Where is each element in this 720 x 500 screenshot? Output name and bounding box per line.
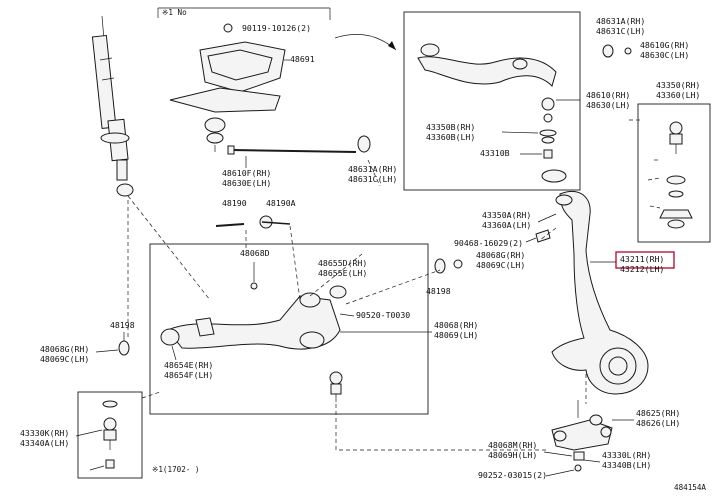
bolt-48190 — [215, 223, 245, 227]
label-90468: 90468-16029(2) — [454, 238, 523, 248]
label-48610g: 48610G(RH) — [640, 40, 689, 50]
cam-48198-top — [434, 258, 446, 274]
label-48068g-left: 48068G(RH) — [40, 344, 89, 354]
label-43340a: 43340A(LH) — [20, 438, 69, 448]
arrow-to-upper-arm — [334, 34, 397, 51]
label-43340b: 43340B(LH) — [602, 460, 651, 470]
label-43211[interactable]: 43211(RH) — [620, 254, 664, 264]
bolt-head — [227, 145, 235, 155]
knuckle-highlight-box — [615, 251, 675, 269]
label-48069h: 48069H(LH) — [488, 450, 537, 460]
washer-48068g — [453, 259, 463, 269]
dashed-leaders — [127, 119, 661, 451]
label-43350a: 43350A(RH) — [482, 210, 531, 220]
shock-absorber — [91, 15, 134, 197]
label-43212: 43212(LH) — [620, 264, 664, 274]
lower-ball-joint-box — [77, 391, 143, 479]
label-48630e: 48630E(LH) — [222, 178, 271, 188]
label-48068m: 48068M(RH) — [488, 440, 537, 450]
bushing-48655d — [329, 285, 347, 299]
steering-knuckle — [551, 191, 649, 395]
label-48069c: 48069C(LH) — [476, 260, 525, 270]
label-48630c: 48630C(LH) — [640, 50, 689, 60]
label-48631a-top: 48631A(RH) — [596, 16, 645, 26]
label-48691: 48691 — [290, 54, 315, 64]
label-90252: 90252-03015(2) — [478, 470, 547, 480]
label-43330k: 43330K(RH) — [20, 428, 69, 438]
label-48631c-top: 48631C(LH) — [596, 26, 645, 36]
label-90119: 90119-10126(2) — [242, 23, 311, 33]
label-48631a: 48631A(RH) — [348, 164, 397, 174]
label-43360a: 43360A(LH) — [482, 220, 531, 230]
label-48630: 48630(LH) — [586, 100, 630, 110]
label-48068d: 48068D — [240, 248, 270, 258]
lower-control-arm — [160, 292, 341, 350]
lower-bracket-48625 — [551, 400, 613, 472]
lower-ball-joint — [329, 371, 343, 402]
label-48631c: 48631C(LH) — [348, 174, 397, 184]
label-43360: 43360(LH) — [656, 90, 700, 100]
label-43360b: 43360B(LH) — [426, 132, 475, 142]
label-48610: 48610(RH) — [586, 90, 630, 100]
label-48655e: 48655E(LH) — [318, 268, 367, 278]
long-bolt — [231, 149, 357, 153]
upper-control-arm — [417, 43, 567, 183]
label-48626: 48626(LH) — [636, 418, 680, 428]
top-ref-label: ※1 No — [162, 8, 187, 17]
cam-48198-left — [118, 340, 130, 356]
lower-arm-box — [149, 243, 429, 415]
label-48198-left: 48198 — [110, 320, 135, 330]
lower-ball-joint-43330k — [89, 400, 118, 471]
diagram-number: 484154A — [674, 483, 706, 492]
label-43330l: 43330L(RH) — [602, 450, 651, 460]
upper-ball-joint-box — [637, 103, 711, 243]
label-48069: 48069(LH) — [434, 330, 478, 340]
label-48068g: 48068G(RH) — [476, 250, 525, 260]
upper-mount-assembly: ※1 No 90119-10126(2) 48691 — [157, 7, 331, 152]
upper-arm-box — [403, 11, 581, 191]
label-48625: 48625(RH) — [636, 408, 680, 418]
label-43350: 43350(RH) — [656, 80, 700, 90]
label-90520: 90520-T0030 — [356, 310, 410, 320]
label-48654f: 48654F(LH) — [164, 370, 213, 380]
bottom-ref-label: ※1(1702- ) — [152, 465, 200, 474]
label-48655d: 48655D(RH) — [318, 258, 367, 268]
label-48190a: 48190A — [266, 198, 296, 208]
bolt-90468 — [535, 229, 551, 243]
bushing-48631a-lower — [357, 135, 371, 153]
label-48610f: 48610F(RH) — [222, 168, 271, 178]
label-48190: 48190 — [222, 198, 247, 208]
label-43310b: 43310B — [480, 148, 510, 158]
washer-48610g — [624, 47, 632, 55]
bushing-48631a — [602, 44, 614, 58]
upper-ball-joint — [659, 121, 693, 229]
arrow-head — [388, 41, 396, 50]
label-48198-top: 48198 — [426, 286, 451, 296]
label-48068: 48068(RH) — [434, 320, 478, 330]
label-48069c-left: 48069C(LH) — [40, 354, 89, 364]
label-48654e: 48654E(RH) — [164, 360, 213, 370]
label-43350b: 43350B(RH) — [426, 122, 475, 132]
